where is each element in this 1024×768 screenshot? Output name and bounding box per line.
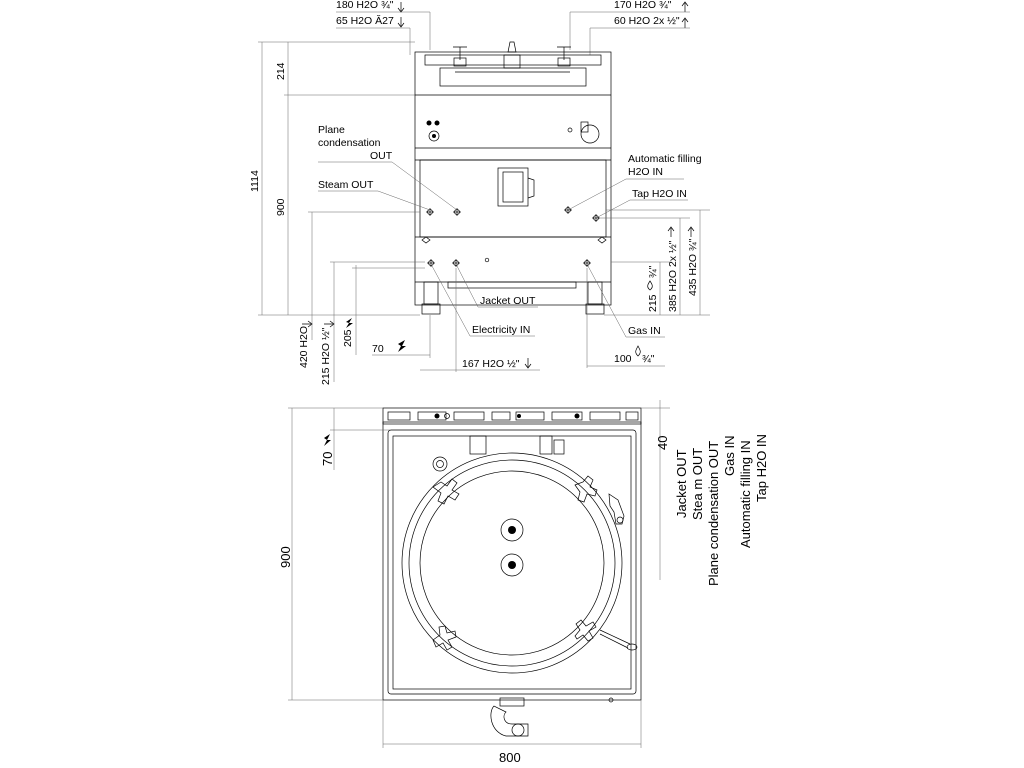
indicator-light [434,120,440,126]
label-automatic-filling-2: H2O IN [628,166,663,178]
lightning-icon [398,340,406,352]
gas-flame-icon [635,345,641,357]
tilt-handle [599,629,631,649]
lightning-icon [324,434,331,446]
dim-depth-900: 900 [278,546,293,568]
label-plane-condensation-2: condensation [318,137,381,149]
dim-420-h2o: 420 H2O [298,326,310,368]
arrow-up-icon [687,226,695,237]
label-gas-in: Gas IN [628,325,661,337]
tilt-gear-housing [497,167,529,207]
legend-jacket-out: Jacket OUT [674,449,689,518]
arrow-down-icon [524,358,532,369]
label-tap-h2o-in: Tap H2O IN [632,188,687,200]
dim-100-suffix: ¾" [642,353,655,365]
kettle-lid [401,452,623,674]
label-plane-condensation-1: Plane [318,124,345,136]
tilt-gear-housing-top [490,705,529,737]
dim-100: 100 [614,353,632,365]
dim-top-right-2: 60 H2O 2x ½" [614,15,680,27]
legend-gas-in: Gas IN [722,436,737,476]
lid-rim [424,54,602,66]
label-automatic-filling-1: Automatic filling [628,153,702,165]
legend-steam-out: Stea m OUT [690,448,705,520]
kettle-body [414,51,612,306]
dim-215-suffix: ¾" [647,265,659,278]
water-tap-icon [608,493,625,525]
dim-435-h2o: 435 H2O ¾" [687,238,699,296]
front-view: 180 H2O ¾" 65 H2O Ă27 170 H2O ¾" 60 H2O … [249,0,710,385]
dim-70-front: 70 [372,343,384,355]
label-electricity-in: Electricity IN [472,324,530,336]
label-jacket-out: Jacket OUT [480,295,536,307]
arrow-down-icon [397,2,405,13]
dim-overall-height: 1114 [249,170,261,192]
leg [587,281,603,305]
dim-lid-height: 214 [275,62,287,80]
legend-tap-h2o-in: Tap H2O IN [754,434,769,502]
dim-width-800: 800 [499,750,521,765]
top-body-outline [382,421,642,701]
lid-clamp-knobs [432,475,598,651]
dim-215-h2o: 215 H2O ½" [320,327,332,385]
leg [423,281,439,305]
safety-valve-icon [503,41,521,69]
dim-385-h2o: 385 H2O 2x ½" [667,240,679,312]
label-steam-out: Steam OUT [318,179,374,191]
label-plane-condensation-3: OUT [370,150,393,162]
dim-offset-40: 40 [655,436,670,450]
arrow-right-icon [324,320,335,328]
lightning-icon [346,318,353,328]
dim-top-left-2: 65 H2O Ă27 [336,14,394,27]
arrow-down-icon [397,17,405,28]
ignition-button [428,130,440,142]
connection-markers [421,206,607,267]
dim-167-h2o: 167 H2O ½" [462,358,520,370]
control-knob [580,124,600,144]
arrow-right-icon [302,320,313,328]
dim-top-right-1: 170 H2O ¾" [614,0,672,11]
legend-plane-condensation-out: Plane condensation OUT [706,441,721,586]
dim-215-gas: 215 [647,294,659,312]
dim-205: 205 [342,329,354,347]
arrow-up-icon [667,226,675,237]
back-rail [382,407,642,425]
dim-body-height: 900 [275,198,287,216]
arrow-up-icon [681,17,689,28]
dim-top-left-1: 180 H2O ¾" [336,0,394,11]
dim-offset-70: 70 [320,452,335,466]
top-view: 900 70 800 40 Jacket OUT Stea m OUT Plan… [278,400,769,765]
indicator-light [426,120,432,126]
arrow-up-icon [681,1,689,12]
legend-automatic-filling-in: Automatic filling IN [738,440,753,548]
gas-flame-icon [647,280,653,291]
